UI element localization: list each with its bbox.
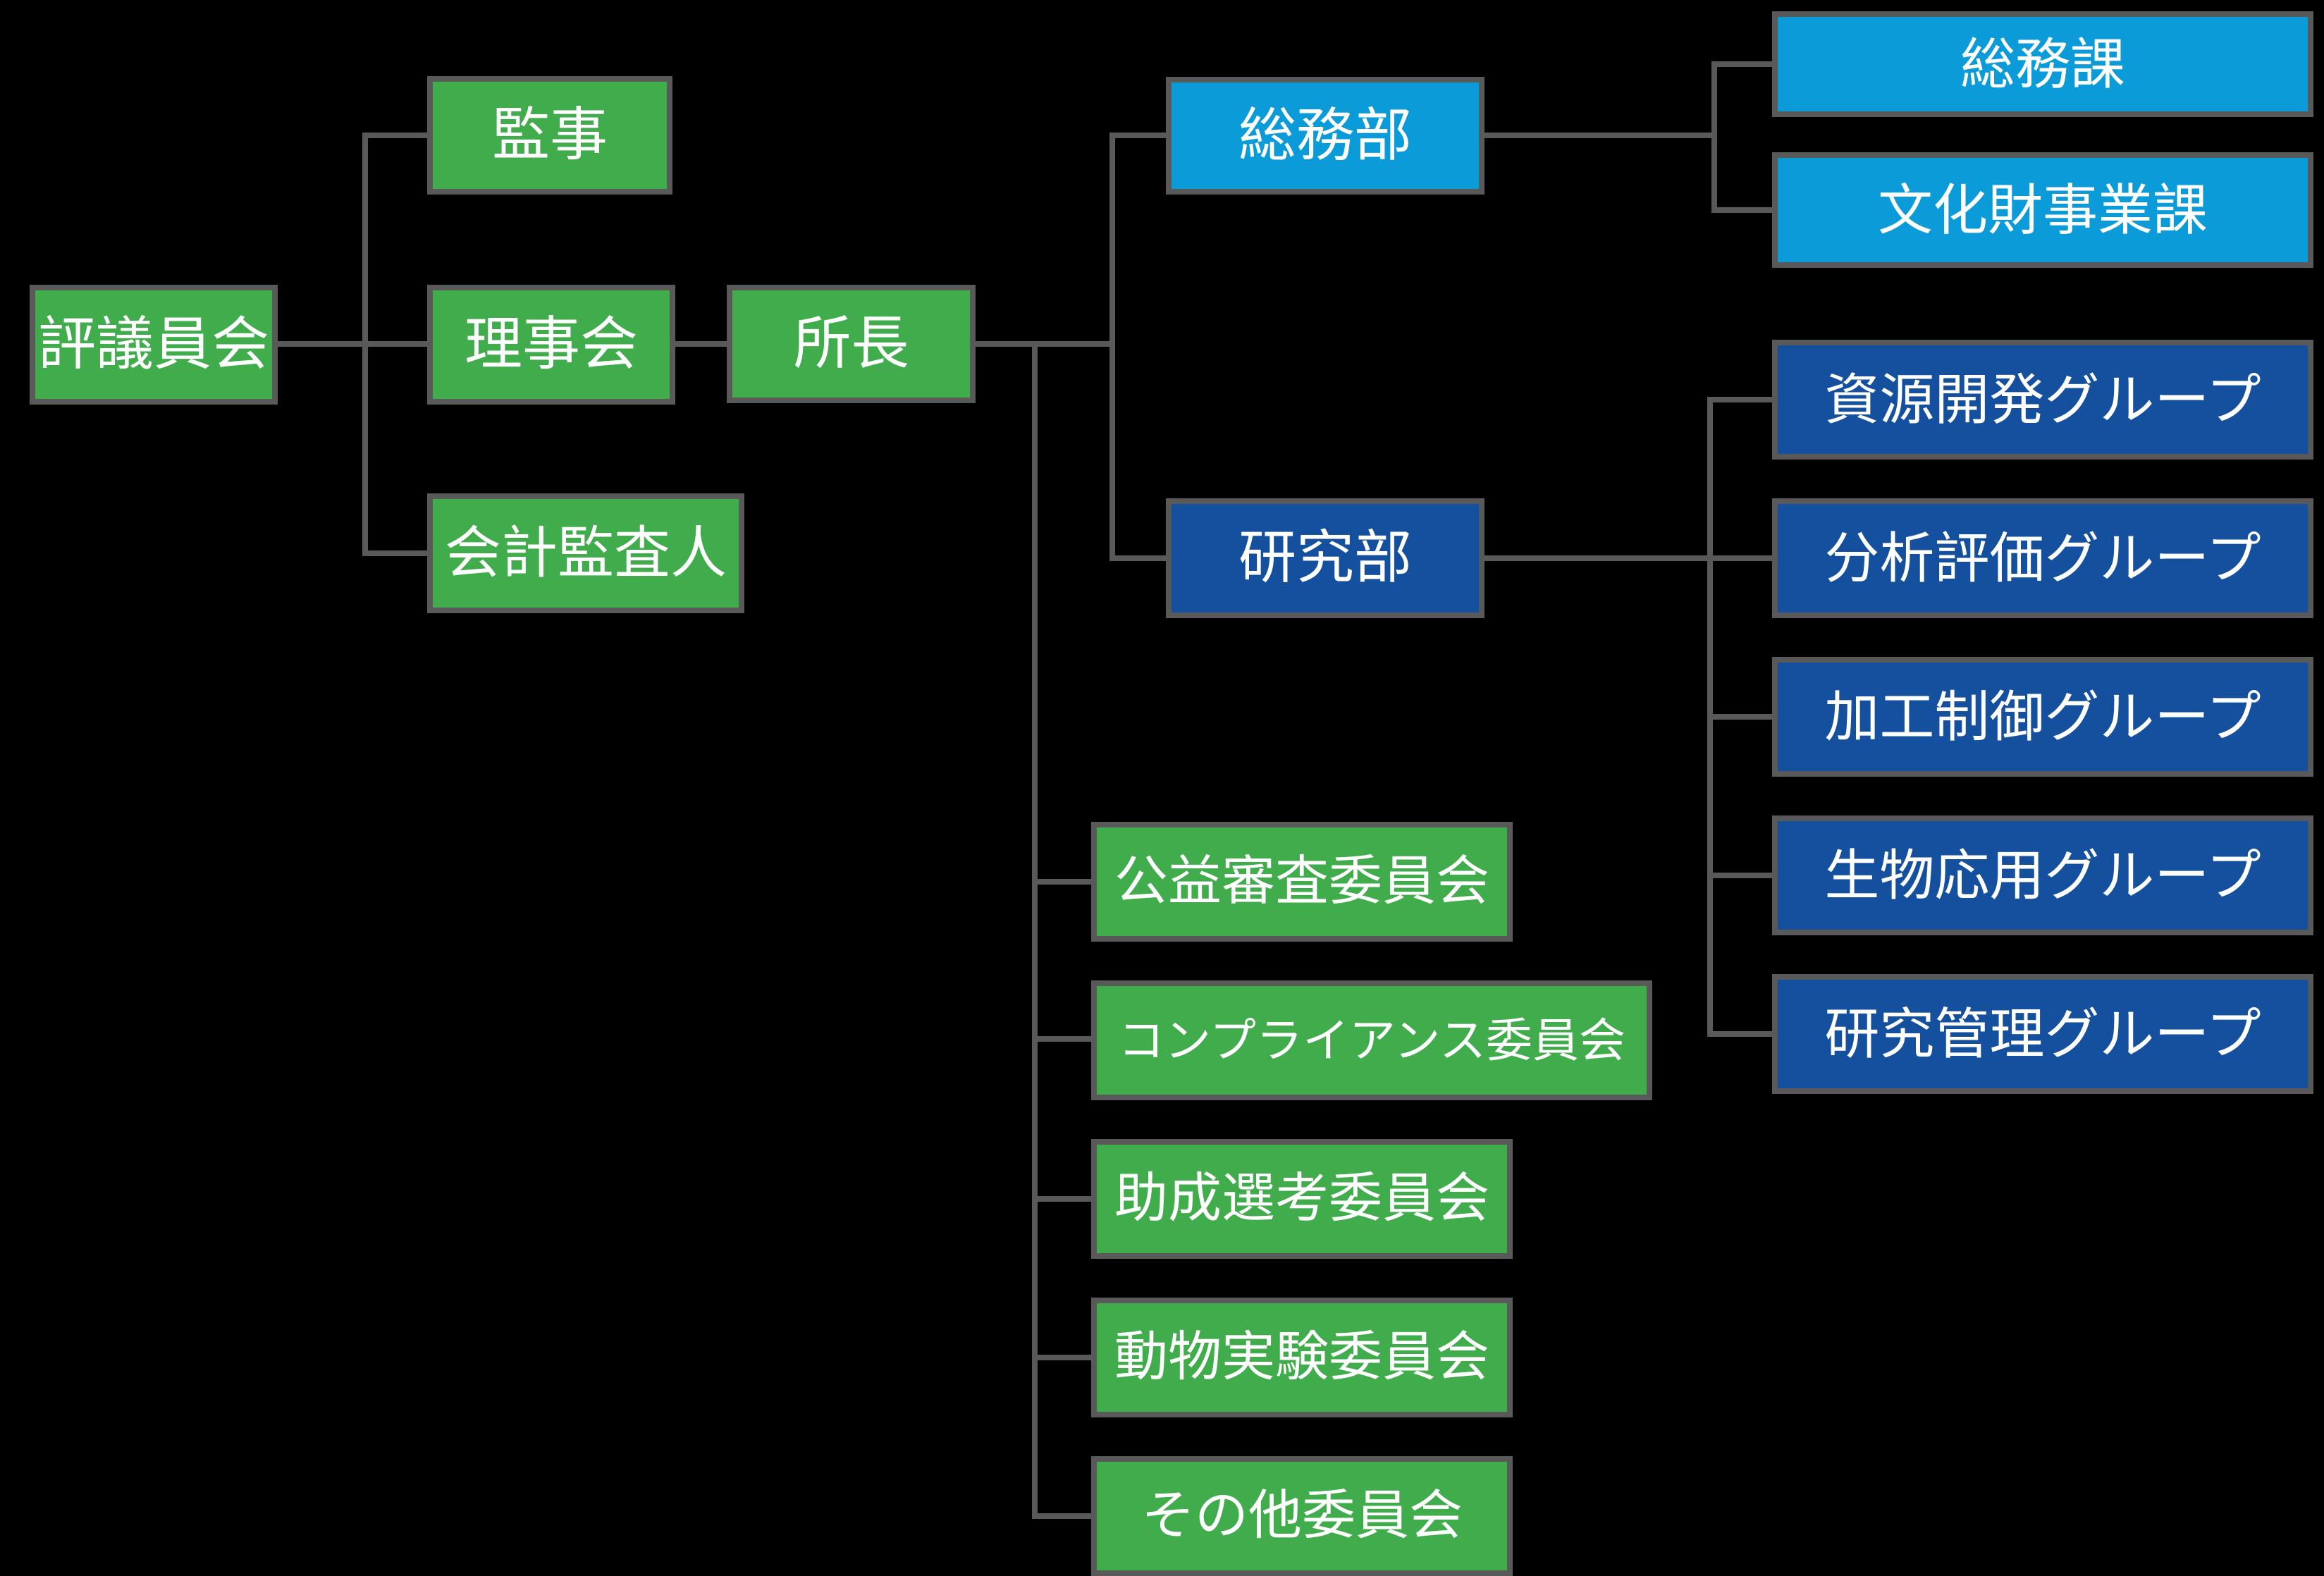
node-label: 文化財事業課 — [1877, 179, 2208, 241]
connector-stub-general-affairs-section — [1711, 61, 1778, 67]
node-group-biological-application: 生物応用グループ — [1772, 815, 2313, 935]
node-cultural-properties-section: 文化財事業課 — [1772, 152, 2313, 268]
node-board-of-councilors: 評議員会 — [30, 285, 278, 405]
node-committee-grant-selection: 助成選考委員会 — [1091, 1139, 1513, 1259]
node-label: 総務課 — [1960, 33, 2125, 95]
connector-stub-committee-3 — [1032, 1196, 1097, 1202]
node-label: その他委員会 — [1141, 1486, 1463, 1546]
connector-stub-group-3 — [1707, 714, 1778, 720]
node-committee-compliance: コンプライアンス委員会 — [1091, 980, 1652, 1100]
node-general-affairs-section: 総務課 — [1772, 11, 2313, 117]
connector-stub-committee-2 — [1032, 1036, 1097, 1042]
node-group-analysis-evaluation: 分析評価グループ — [1772, 498, 2313, 618]
connector-director-out — [976, 341, 1115, 347]
node-general-affairs-dept: 総務部 — [1166, 77, 1484, 195]
node-label: コンプライアンス委員会 — [1117, 1014, 1626, 1066]
connector-stub-committee-4 — [1032, 1355, 1097, 1360]
connector-stub-group-5 — [1707, 1031, 1778, 1037]
node-label: 研究部 — [1238, 526, 1412, 590]
connector-stub-auditor — [362, 133, 427, 138]
node-label: 資源開発グループ — [1824, 369, 2261, 431]
node-label: 生物応用グループ — [1824, 844, 2261, 906]
connector-stub-cultural-properties-section — [1711, 207, 1778, 213]
node-label: 評議員会 — [37, 312, 269, 376]
node-label: 理事会 — [464, 312, 638, 376]
node-label: 所長 — [793, 312, 909, 376]
connector-stub-accounting-auditor — [362, 550, 427, 556]
node-label: 研究管理グループ — [1824, 1003, 2261, 1065]
node-label: 分析評価グループ — [1824, 527, 2261, 589]
connector-general-affairs-out — [1484, 133, 1717, 138]
connector-council-to-board-row — [278, 341, 427, 347]
connector-dept-spine — [1109, 133, 1115, 561]
node-director-general: 所長 — [727, 285, 976, 403]
connector-stub-committee-1 — [1032, 879, 1097, 885]
node-board-of-directors: 理事会 — [427, 285, 675, 405]
node-label: 監事 — [491, 103, 608, 167]
node-label: 助成選考委員会 — [1114, 1169, 1489, 1229]
connector-board-to-director — [675, 341, 727, 347]
connector-committee-spine — [1032, 341, 1038, 1519]
node-label: 公益審査委員会 — [1114, 851, 1489, 911]
connector-stub-committee-5 — [1032, 1513, 1097, 1519]
node-label: 加工制御グループ — [1824, 686, 2261, 748]
connector-stub-group-2 — [1707, 555, 1778, 561]
node-research-dept: 研究部 — [1166, 498, 1484, 618]
node-committee-public-interest-review: 公益審査委員会 — [1091, 822, 1513, 942]
node-group-resource-development: 資源開発グループ — [1772, 340, 2313, 460]
node-auditor: 監事 — [427, 76, 672, 195]
connector-left-spine — [362, 133, 368, 556]
node-committee-other: その他委員会 — [1091, 1456, 1513, 1576]
node-accounting-auditor: 会計監査人 — [427, 493, 744, 613]
node-committee-animal-experiment: 動物実験委員会 — [1091, 1298, 1513, 1417]
connector-stub-research-dept — [1109, 555, 1172, 561]
node-group-research-management: 研究管理グループ — [1772, 974, 2313, 1094]
node-label: 動物実験委員会 — [1114, 1327, 1489, 1387]
connector-section-spine — [1711, 61, 1717, 213]
node-label: 会計監査人 — [445, 522, 727, 584]
connector-stub-group-1 — [1707, 397, 1778, 402]
node-label: 総務部 — [1238, 103, 1412, 168]
node-group-processing-control: 加工制御グループ — [1772, 657, 2313, 777]
connector-stub-group-4 — [1707, 873, 1778, 878]
connector-stub-general-affairs-dept — [1109, 133, 1172, 138]
connector-research-out — [1484, 555, 1713, 561]
